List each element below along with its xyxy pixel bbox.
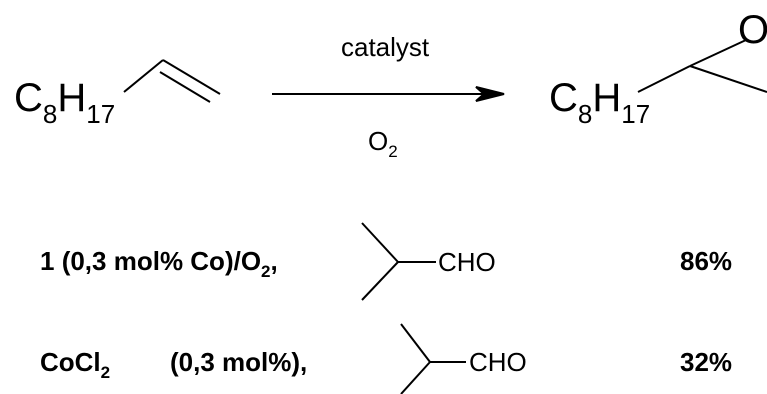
aldehyde1-lower-branch — [361, 261, 399, 301]
condition-1-yield: 86% — [680, 246, 733, 276]
condition-1-catalyst: 1 (0,3 mol% Co)/O2, — [40, 248, 278, 280]
catalyst-1-oxygen-count: 2 — [261, 262, 271, 281]
oxygen-count: 2 — [388, 142, 398, 161]
aldehyde1-upper-branch — [361, 222, 399, 263]
epoxide-oxygen: O — [738, 8, 767, 52]
condition-2-catalyst: CoCl2 — [40, 349, 110, 381]
condition-2-aldehyde: CHO — [469, 347, 527, 377]
reactant-single-bond — [123, 59, 164, 93]
catalyst-2-formula: CoCl — [40, 347, 101, 377]
arrow-oxygen-label: O2 — [368, 128, 398, 160]
aldehyde2-upper-branch — [400, 323, 431, 363]
catalyst-1-compound-number: 1 — [40, 246, 55, 276]
arrow-catalyst-label: catalyst — [341, 32, 430, 62]
reactant-hydrogen-count: 17 — [86, 99, 116, 129]
epoxide-top-bond — [689, 39, 747, 67]
reaction-arrow-head — [475, 86, 505, 102]
product-formula: C8H17 — [549, 78, 650, 127]
reactant-carbon-count: 8 — [42, 99, 58, 129]
product-chain-bond — [637, 65, 691, 93]
product-hydrogen-count: 17 — [621, 99, 651, 129]
product-carbon: C — [549, 76, 578, 120]
catalyst-1-loading: (0,3 mol% Co)/O — [54, 246, 262, 276]
catalyst-2-chlorine-count: 2 — [100, 363, 111, 382]
reactant-double-bond-a — [162, 59, 221, 95]
reactant-formula: C8H17 — [14, 78, 115, 127]
reactant-double-bond-b — [159, 71, 211, 103]
reactant-carbon: C — [14, 76, 43, 120]
condition-2-loading: (0,3 mol%), — [170, 347, 308, 377]
product-carbon-count: 8 — [577, 99, 593, 129]
aldehyde2-lower-branch — [400, 361, 431, 394]
catalyst-1-comma: , — [270, 246, 278, 276]
condition-2-yield: 32% — [680, 347, 733, 377]
epoxide-base-bond — [689, 65, 767, 93]
condition-1-aldehyde: CHO — [438, 247, 496, 277]
product-hydrogen: H — [592, 76, 622, 120]
oxygen-atom: O — [368, 126, 389, 156]
reactant-hydrogen: H — [57, 76, 87, 120]
